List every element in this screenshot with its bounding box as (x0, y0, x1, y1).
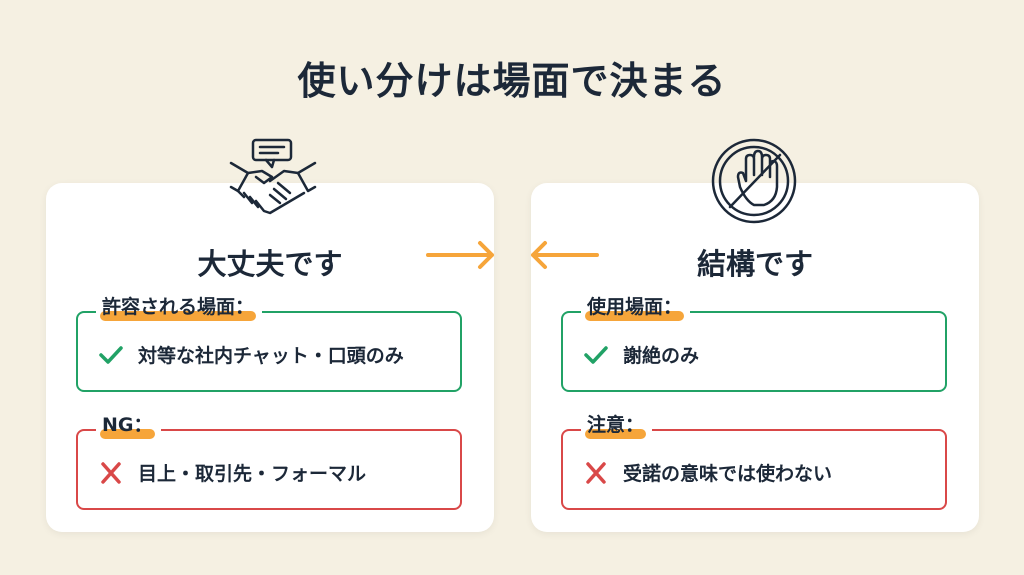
allowed-box: 許容される場面： 対等な社内チャット・口頭のみ (76, 295, 462, 392)
cross-icon (101, 461, 121, 484)
usage-box: 使用場面： 謝絶のみ (561, 295, 947, 392)
usage-item-text: 謝絶のみ (623, 345, 700, 367)
card-daijoubu: 大丈夫です 許容される場面： 対等な社内チャット・口頭のみ NG： 目上・取引先… (46, 183, 494, 532)
allowed-item-text: 対等な社内チャット・口頭のみ (138, 345, 404, 367)
no-hand-stop-icon (711, 138, 797, 224)
cross-icon (586, 461, 606, 484)
ng-label: NG： (96, 413, 161, 439)
allowed-label: 許容される場面： (96, 295, 263, 321)
handshake-speech-bubble-icon (229, 138, 317, 215)
check-icon (99, 345, 123, 364)
caution-item: 受諾の意味では使わない (583, 459, 832, 486)
page-title: 使い分けは場面で決まる (297, 59, 727, 103)
arrow-left-icon (531, 241, 599, 269)
card-kekkou: 結構です 使用場面： 謝絶のみ 注意： 受諾の意味では使わない (531, 183, 979, 532)
ng-item-text: 目上・取引先・フォーマル (138, 463, 367, 485)
check-icon (584, 345, 608, 364)
ng-box: NG： 目上・取引先・フォーマル (76, 413, 462, 510)
ng-item: 目上・取引先・フォーマル (98, 459, 366, 486)
arrow-right-icon (426, 241, 494, 269)
allowed-item: 対等な社内チャット・口頭のみ (98, 341, 404, 368)
usage-item: 謝絶のみ (583, 341, 699, 368)
card-title: 結構です (696, 247, 813, 281)
card-title: 大丈夫です (197, 247, 343, 281)
caution-label: 注意： (581, 413, 653, 439)
caution-box: 注意： 受諾の意味では使わない (561, 413, 947, 510)
caution-item-text: 受諾の意味では使わない (623, 463, 833, 485)
usage-label: 使用場面： (581, 295, 691, 321)
